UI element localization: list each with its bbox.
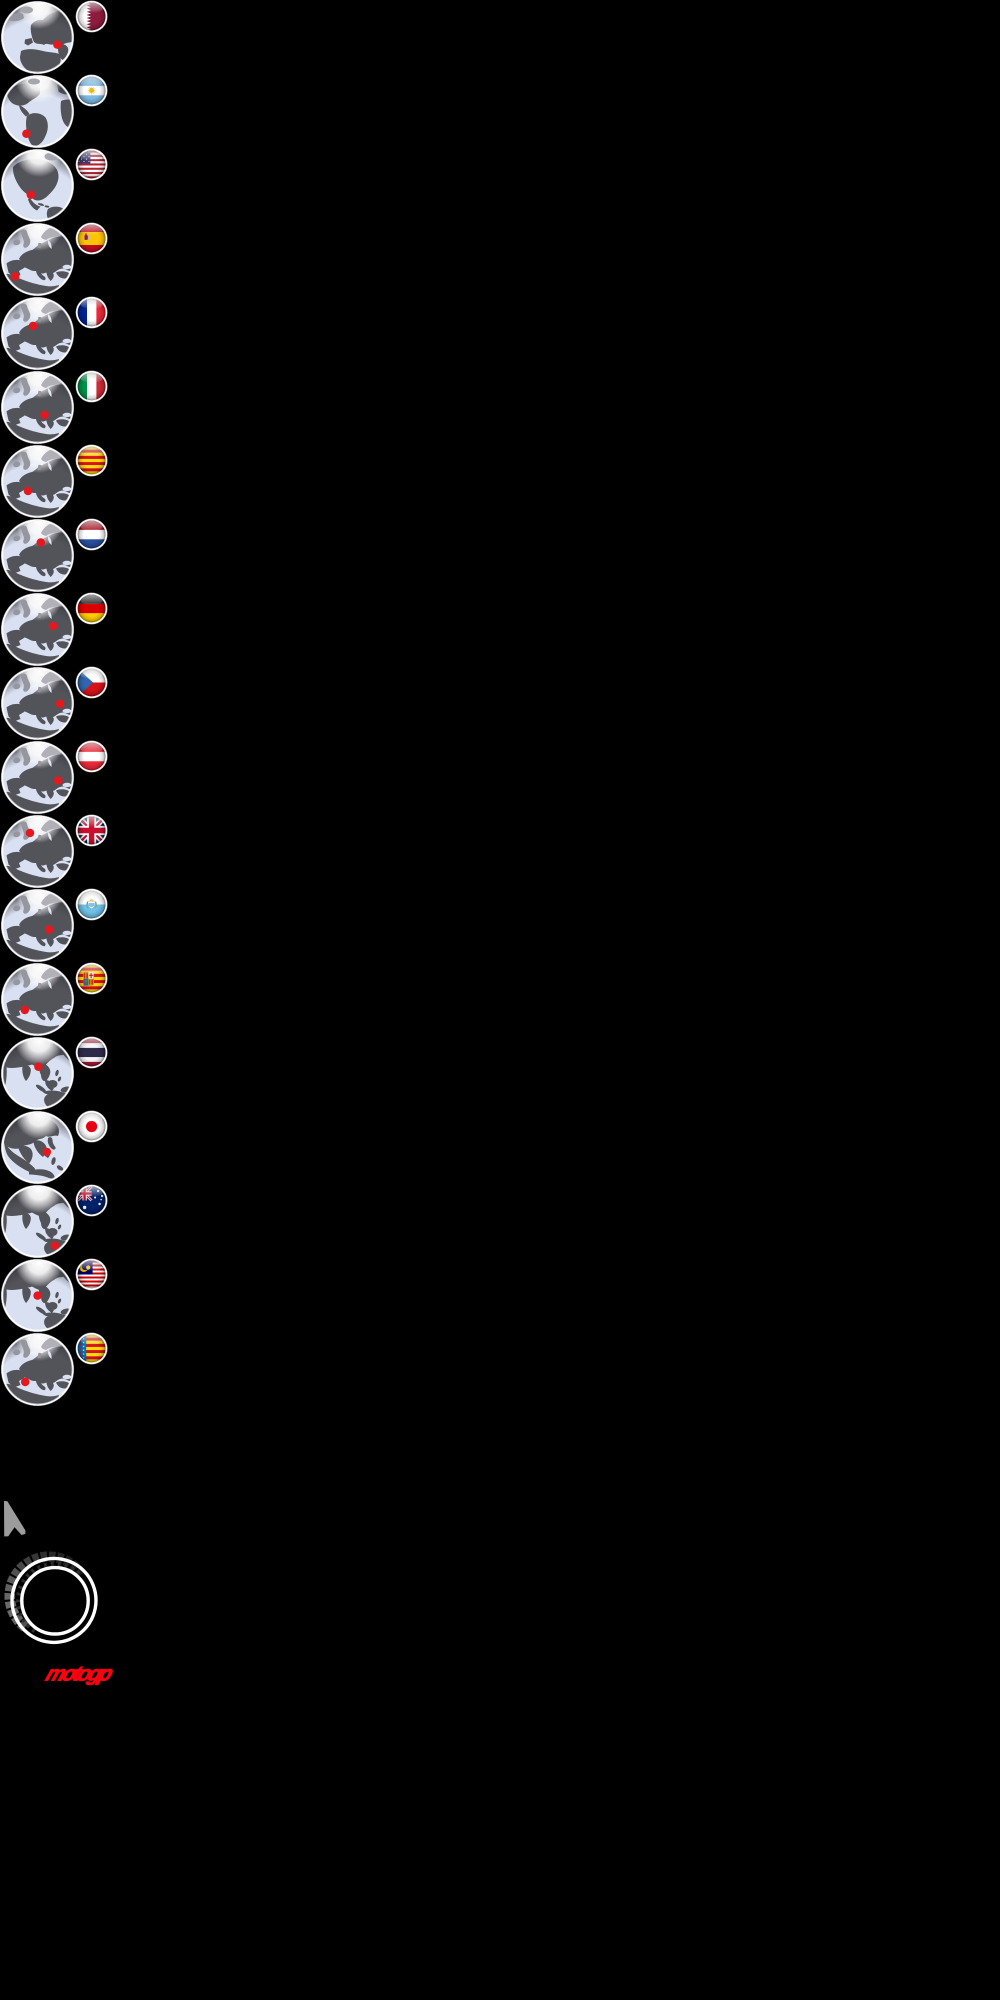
svg-text:motogp: motogp: [43, 1661, 117, 1685]
